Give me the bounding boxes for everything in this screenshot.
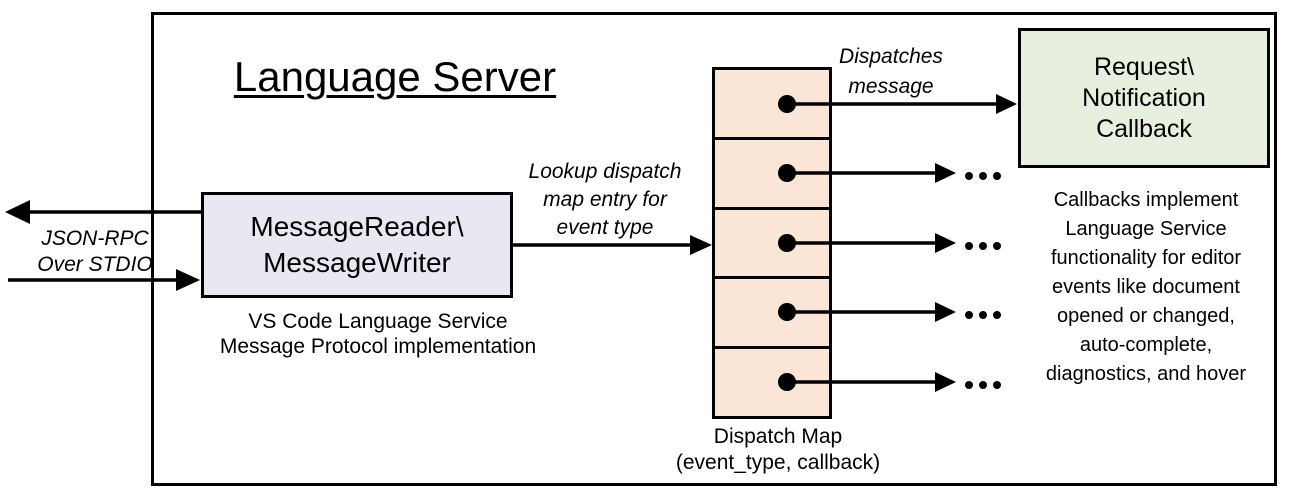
dispatch-map-cell: [715, 279, 829, 350]
dispatch-map-cell: [715, 210, 829, 280]
dispatch-map-caption: Dispatch Map (event_type, callback): [628, 424, 928, 476]
language-server-boundary-box: [151, 12, 1277, 486]
callbacks-description-line: functionality for editor: [1050, 247, 1242, 269]
dispatch-map-cell: [715, 140, 829, 210]
callbacks-description-line: Callbacks implement: [1053, 189, 1239, 211]
diagram-title: Language Server: [233, 53, 557, 100]
callbacks-description-line: opened or changed,: [1057, 305, 1235, 327]
callbacks-description-text: Callbacks implement Language Service fun…: [1016, 186, 1276, 389]
message-box-caption-line1: VS Code Language Service: [248, 310, 508, 333]
callback-box-line2: Notification: [1082, 83, 1206, 112]
dispatches-message-label: Dispatches message: [806, 42, 976, 102]
dispatches-message-label-line2: message: [848, 75, 934, 98]
dispatches-message-label-line1: Dispatches: [839, 45, 943, 68]
lookup-dispatch-label-line3: event type: [556, 216, 654, 239]
callbacks-description-line: events like document: [1052, 276, 1240, 298]
message-box-caption-line2: Message Protocol implementation: [219, 335, 537, 358]
request-notification-callback-box: Request\ Notification Callback: [1018, 28, 1270, 168]
dispatch-map-caption-line1: Dispatch Map: [713, 425, 843, 448]
dispatch-map: [712, 67, 832, 419]
callbacks-description-line: diagnostics, and hover: [1045, 363, 1247, 385]
dispatch-map-caption-line2: (event_type, callback): [675, 451, 881, 474]
message-reader-writer-line2: MessageWriter: [263, 247, 451, 278]
json-rpc-stdio-label: JSON-RPC Over STDIO: [20, 226, 170, 278]
json-rpc-stdio-label-line2: Over STDIO: [37, 253, 153, 276]
callbacks-description-line: Language Service: [1065, 218, 1227, 240]
message-box-caption: VS Code Language Service Message Protoco…: [203, 309, 553, 359]
callbacks-description-line: auto-complete,: [1079, 334, 1213, 356]
message-reader-writer-box: MessageReader\ MessageWriter: [201, 192, 513, 298]
callback-box-line3: Callback: [1096, 114, 1192, 143]
lookup-dispatch-label-line1: Lookup dispatch: [528, 160, 682, 183]
lookup-dispatch-label-line2: map entry for: [543, 188, 667, 211]
lookup-dispatch-label: Lookup dispatch map entry for event type: [505, 158, 705, 242]
dispatch-map-cell: [715, 349, 829, 416]
dispatch-map-cell: [715, 70, 829, 140]
message-reader-writer-line1: MessageReader\: [250, 211, 464, 242]
json-rpc-stdio-label-line1: JSON-RPC: [41, 227, 149, 250]
callback-box-line1: Request\: [1093, 52, 1195, 81]
